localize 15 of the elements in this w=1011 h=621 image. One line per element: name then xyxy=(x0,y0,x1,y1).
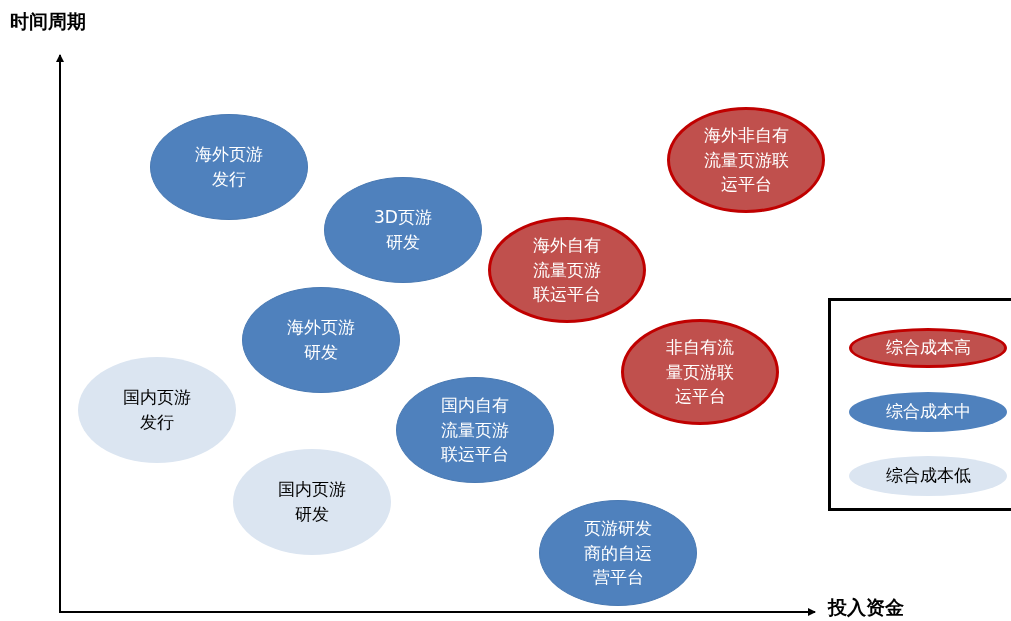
node-label: 非自有流量页游联运平台 xyxy=(665,336,735,409)
axis-title: 投入资金 xyxy=(828,598,904,617)
node-label: 海外非自有流量页游联运平台 xyxy=(702,124,790,197)
node-label: 国内页游研发 xyxy=(277,478,347,526)
axis-title: 时间周期 xyxy=(10,12,86,31)
node-label: 3D页游研发 xyxy=(373,206,433,254)
node-label: 海外自有流量页游联运平台 xyxy=(532,234,602,307)
legend-label: 综合成本高 xyxy=(885,336,971,360)
node-label: 国内自有流量页游联运平台 xyxy=(440,394,510,467)
legend-label: 综合成本低 xyxy=(885,464,971,488)
node-label: 页游研发商的自运营平台 xyxy=(583,517,653,590)
node-label: 海外页游发行 xyxy=(194,143,264,191)
node-label: 国内页游发行 xyxy=(122,386,192,434)
legend-label: 综合成本中 xyxy=(885,400,971,424)
node-label: 海外页游研发 xyxy=(286,316,356,364)
